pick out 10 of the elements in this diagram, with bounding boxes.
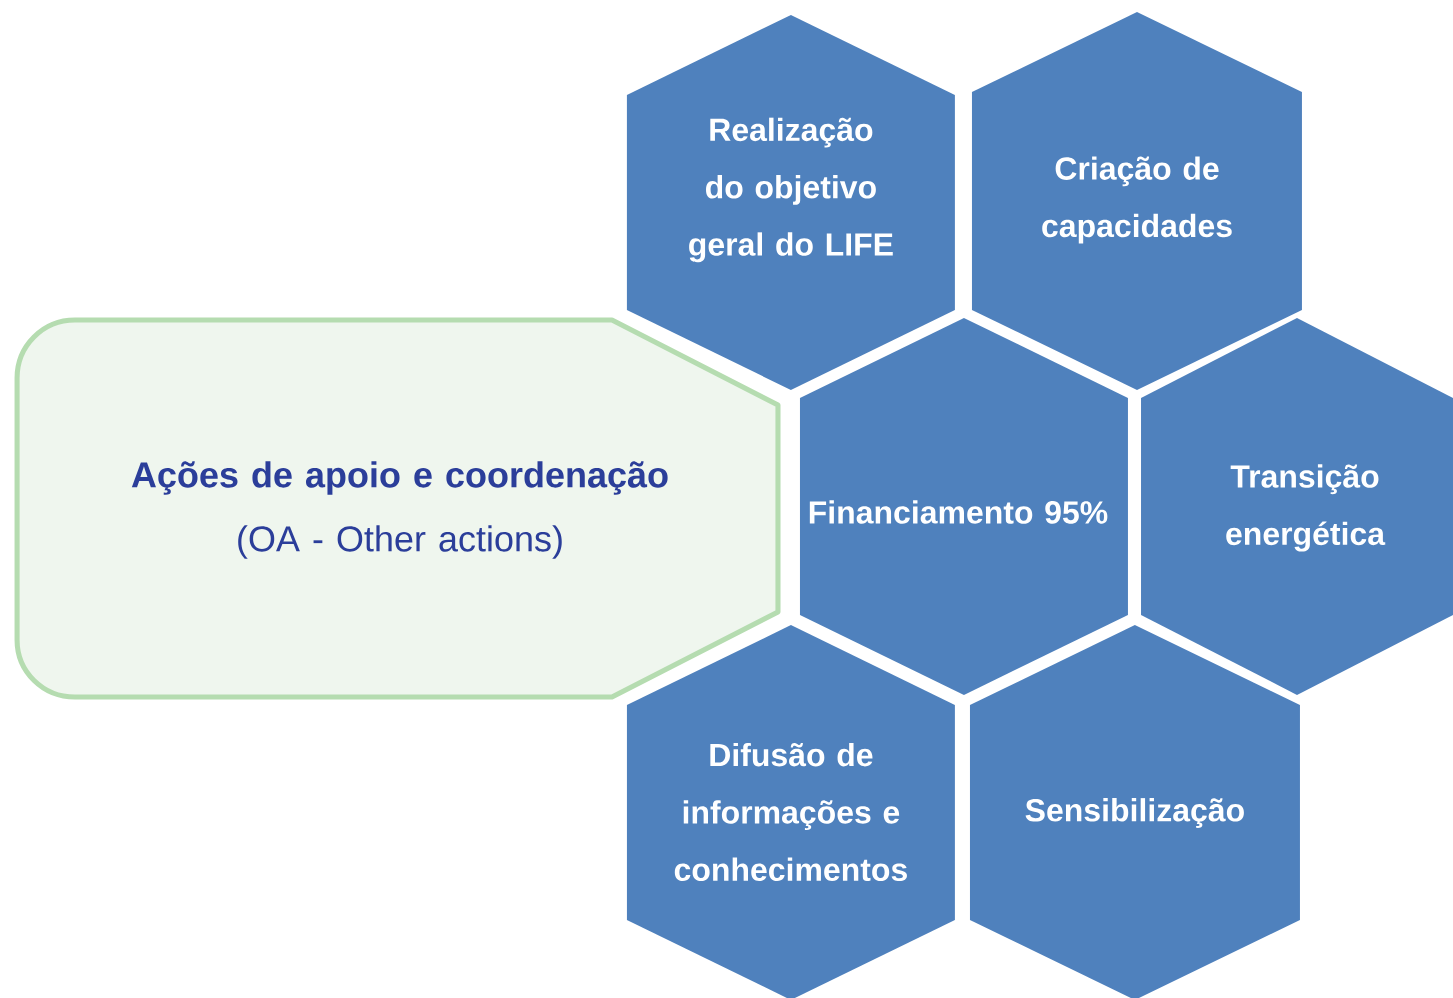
hexagon: Sensibilização [969,625,1300,998]
hexagon: Transição energética [1141,318,1453,695]
hexagon: Realização do objetivo geral do LIFE [626,14,955,390]
hexagon: Financiamento 95% [799,318,1128,695]
node-label: Criação de capacidades [1042,156,1232,244]
node-label: Sensibilização [1025,798,1244,828]
callout-box: Ações de apoio e coordenação (OA - Other actions) [14,317,781,700]
node-label: Financiamento 95% [809,500,1108,524]
hexagon: Difusão de informações e conhecimentos [626,625,955,998]
hexagon: Criação de capacidades [971,12,1302,390]
